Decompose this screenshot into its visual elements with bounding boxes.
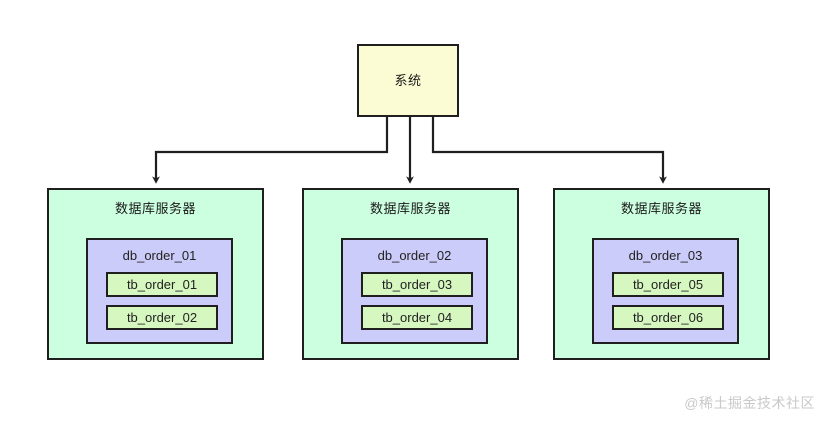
table-list-1: tb_order_01 tb_order_02 [106, 272, 218, 330]
database-node-2-label: db_order_02 [377, 248, 452, 263]
table-node-tb_order_05[interactable]: tb_order_05 [612, 272, 724, 297]
system-node[interactable]: 系统 [357, 44, 459, 117]
connector-system-to-server-1 [152, 117, 389, 184]
server-node-1[interactable]: 数据库服务器 db_order_01 tb_order_01 tb_order_… [47, 188, 264, 360]
table-node-tb_order_03[interactable]: tb_order_03 [361, 272, 473, 297]
database-node-3-label: db_order_03 [628, 248, 703, 263]
table-node-tb_order_02[interactable]: tb_order_02 [106, 305, 218, 330]
server-node-3[interactable]: 数据库服务器 db_order_03 tb_order_05 tb_order_… [553, 188, 770, 360]
server-node-2[interactable]: 数据库服务器 db_order_02 tb_order_03 tb_order_… [302, 188, 519, 360]
connector-system-to-server-3 [431, 117, 667, 184]
database-node-db_order_02[interactable]: db_order_02 tb_order_03 tb_order_04 [341, 238, 488, 344]
database-node-db_order_03[interactable]: db_order_03 tb_order_05 tb_order_06 [592, 238, 739, 344]
table-node-tb_order_06[interactable]: tb_order_06 [612, 305, 724, 330]
table-node-tb_order_04[interactable]: tb_order_04 [361, 305, 473, 330]
table-list-3: tb_order_05 tb_order_06 [612, 272, 724, 330]
table-list-2: tb_order_03 tb_order_04 [361, 272, 473, 330]
system-node-label: 系统 [394, 73, 422, 88]
watermark: @稀土掘金技术社区 [684, 395, 815, 411]
database-node-1-label: db_order_01 [122, 248, 197, 263]
server-node-3-label: 数据库服务器 [620, 201, 702, 216]
table-node-tb_order_01[interactable]: tb_order_01 [106, 272, 218, 297]
server-node-2-label: 数据库服务器 [369, 201, 451, 216]
server-node-1-label: 数据库服务器 [114, 201, 196, 216]
database-node-db_order_01[interactable]: db_order_01 tb_order_01 tb_order_02 [86, 238, 233, 344]
